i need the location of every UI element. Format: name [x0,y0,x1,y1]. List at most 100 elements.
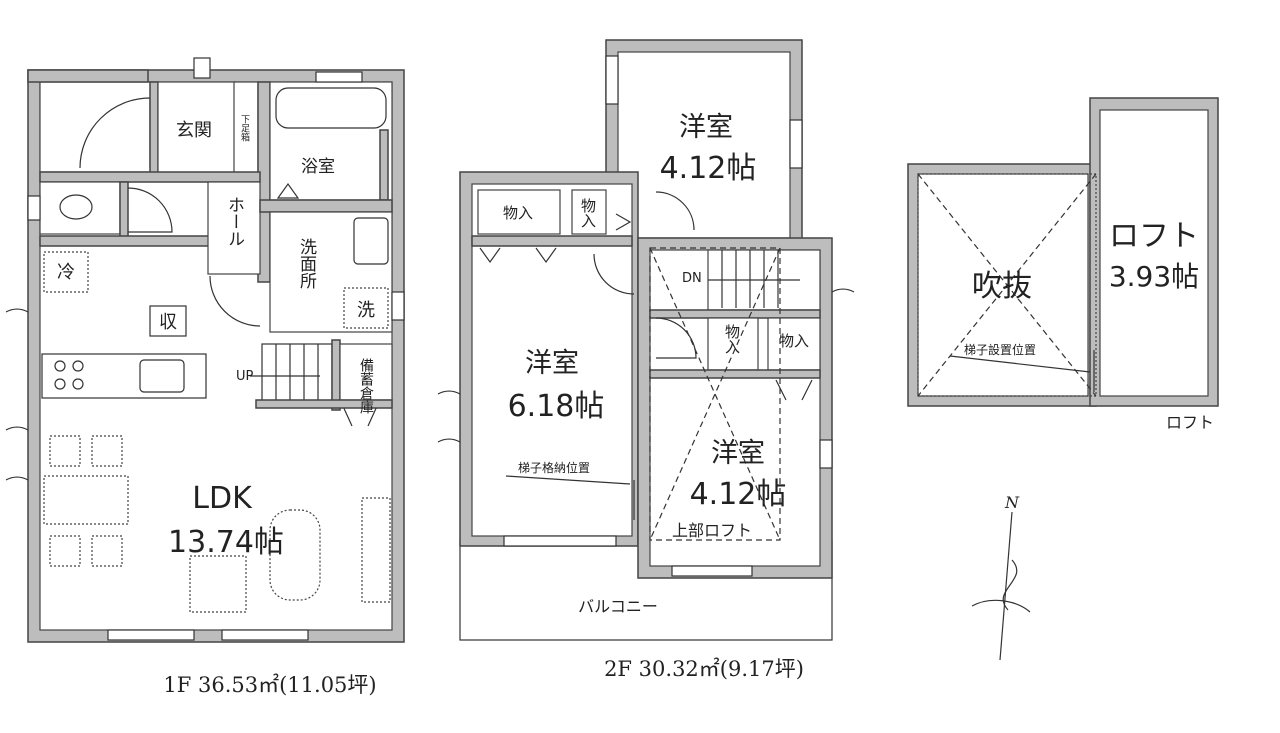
loft-floor-label: ロフト [1166,413,1214,432]
bath-partition [379,129,389,201]
room-c-name: 洋室 [711,438,765,469]
north-label: N [1004,493,1020,512]
void-area [917,173,1089,397]
closet-2 [571,189,607,235]
closet-2-label: 物入 [579,198,597,228]
floor2-stairs [708,250,800,308]
entrance-label: 玄関 [176,120,212,141]
floor1-caption: 1F 36.53㎡(11.05坪) [163,673,376,697]
wash-label: 洗 [357,300,375,321]
window [605,55,619,105]
void-dotted-border [917,173,1097,397]
dn-label: DN [682,271,702,286]
window [819,439,833,469]
bath-door-mark [276,182,300,199]
floor2-plan: 洋室 4.12帖 洋室 6.18帖 洋室 4.12帖 物入 物入 物入 物入 D… [437,39,855,681]
side-windows [5,308,29,481]
stove-burner [54,378,66,390]
inner-wall-2 [649,369,821,379]
stock-label: 備蓄倉庫 [358,358,374,414]
room-a-size: 4.12帖 [660,151,757,186]
floor2-caption: 2F 30.32㎡(9.17坪) [604,657,804,681]
toilet-bowl [59,194,93,220]
compass-flourish [971,559,1031,613]
up-label: UP [236,369,254,384]
north-compass: N [971,493,1031,661]
ladder-storage-leader [505,475,631,485]
porch-wall [27,69,149,83]
inner-wall [649,309,821,319]
window [503,535,617,547]
closet-3 [707,317,759,371]
storage-box [149,305,187,337]
ladder-position-label: 梯子設置位置 [964,342,1036,357]
kitchen-counter [41,353,207,399]
toilet-wall [39,171,261,183]
window [315,71,363,83]
washer-space [343,287,389,329]
room-b-door [593,253,635,295]
stair-wall [255,399,393,409]
hall-door-swing [209,275,261,327]
dining-set [43,435,129,567]
toilet-door-swing [127,187,173,233]
window [671,565,753,577]
entry-door-swing [79,97,151,169]
entry-wall [149,81,159,179]
loft-name: ロフト [1109,219,1199,254]
closet-1-label: 物入 [503,204,533,222]
washroom-label: 洗面所 [296,238,317,289]
fridge-label: 冷 [57,262,75,283]
compass-needle [999,511,1013,661]
loft-area [1099,109,1209,397]
stock-room [339,343,393,401]
window [107,629,195,641]
stove-burner [54,360,66,372]
room-b-size: 6.18帖 [508,389,605,424]
room-c-size: 4.12帖 [690,477,787,512]
side-windows [437,288,855,443]
window [27,195,41,221]
balcony-label: バルコニー [578,597,658,616]
hall-label: ホール [224,196,244,247]
window [193,57,211,79]
closet-doors [479,213,632,264]
floor1-plan: 玄関 下足箱 浴室 ホール 洗面所 洗 冷 収 備蓄倉庫 UP LDK 13.7… [5,57,405,697]
void-cross [917,173,1097,397]
stove-burner [72,378,84,390]
storage-label: 収 [159,312,177,333]
loft-above-outline [649,247,781,541]
loft-above-label: 上部ロフト [672,521,752,540]
closet-wall [471,235,633,247]
void-label: 吹抜 [972,269,1032,304]
closet-4 [767,317,821,371]
bath-label: 浴室 [301,157,335,177]
ladder-storage-label: 梯子格納位置 [518,460,590,475]
loft-plan: 吹抜 ロフト 3.93帖 梯子設置位置 ロフト [907,97,1219,432]
window [221,629,309,641]
washroom-room [269,211,393,333]
stove-burner [72,360,84,372]
room-a [617,51,791,239]
ldk-label: LDK [192,481,253,516]
bathtub [275,87,387,129]
closet-4-label: 物入 [779,332,809,350]
loft-above-cross [649,247,781,541]
ladder-position-leader [949,355,1091,373]
closet-4-doors [775,379,813,401]
room-b-name: 洋室 [525,348,579,379]
washroom-wall [259,199,393,213]
toilet-door-wall [119,181,129,243]
sink [139,359,185,393]
ldk-size: 13.74帖 [168,525,284,560]
room-a-name: 洋室 [679,112,733,143]
bath-room [269,81,393,201]
porch [39,81,153,173]
sofa-set [189,497,391,613]
closet-1 [477,189,561,235]
hall-wall [39,235,211,247]
closet-3-label: 物入 [723,324,741,354]
shoe-storage-label: 下足箱 [239,115,250,143]
toilet-room [39,181,121,235]
